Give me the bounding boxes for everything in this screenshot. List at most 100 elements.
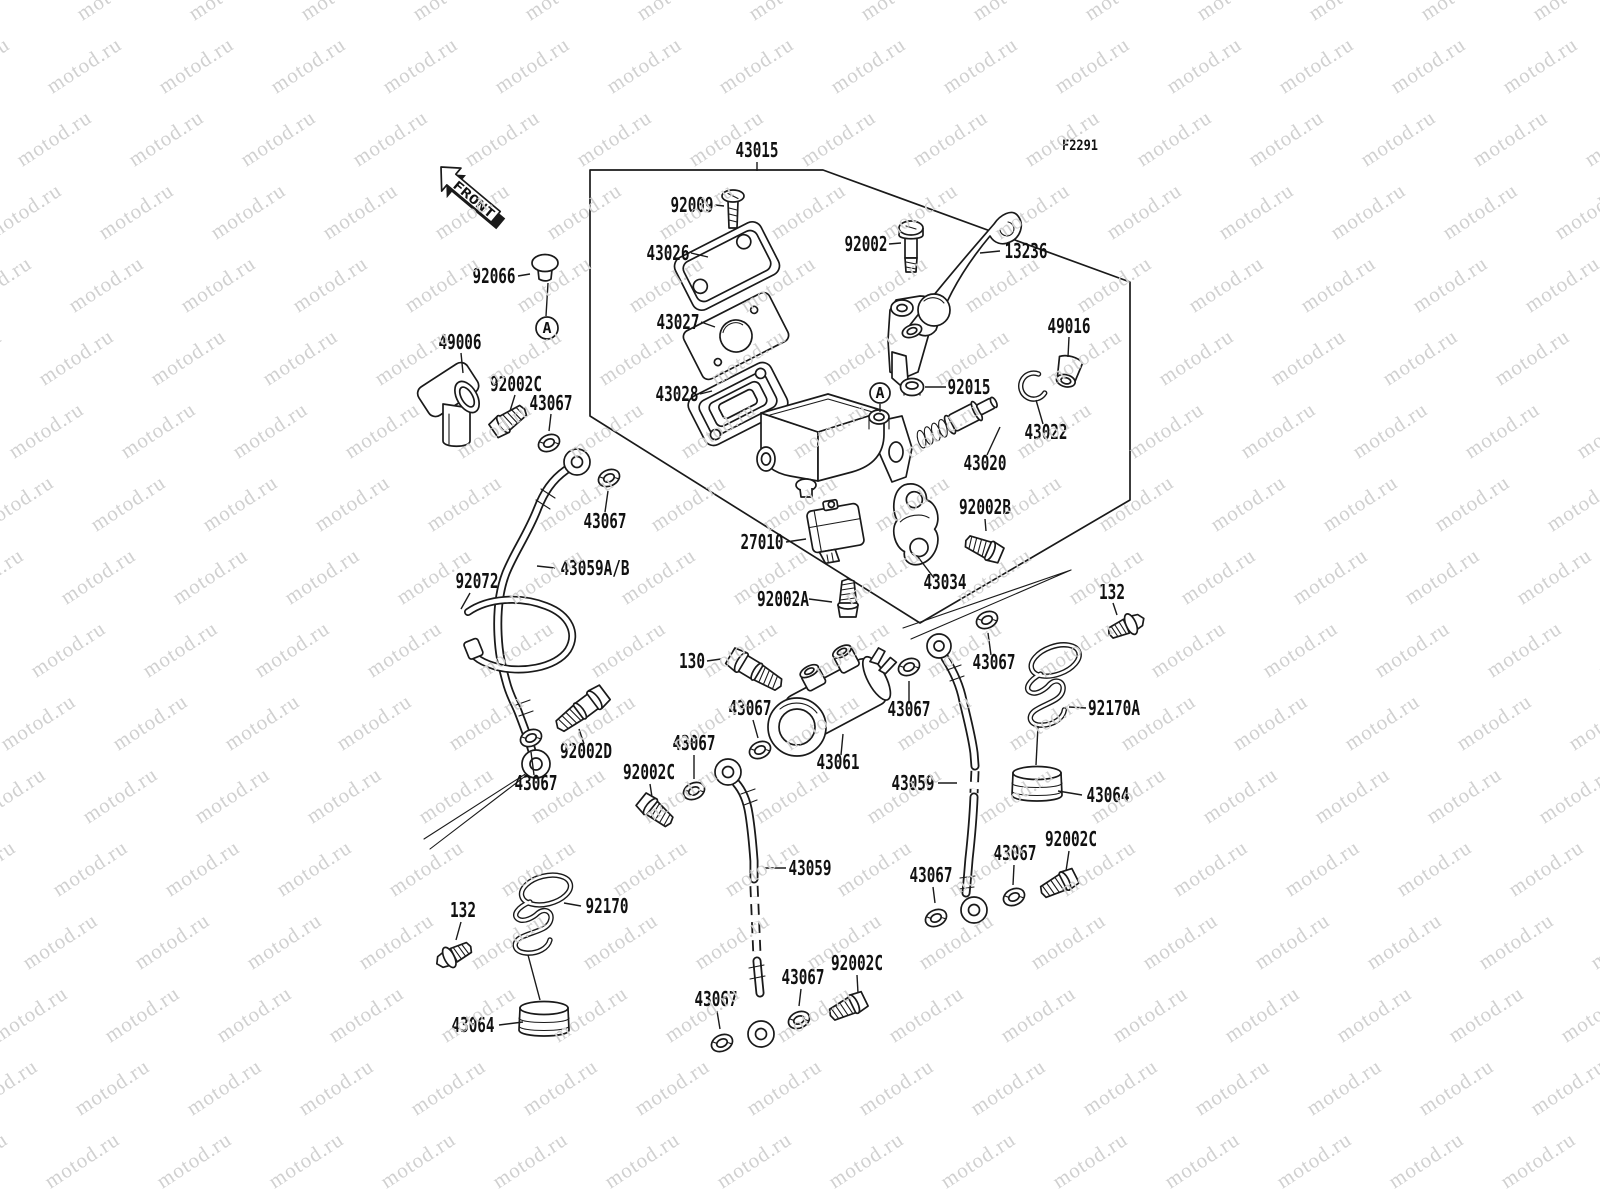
leader-line-43064 — [1057, 790, 1083, 796]
leader-line-43020 — [986, 426, 1001, 456]
leader-line-92170A — [1068, 706, 1087, 709]
part-label-43067: 43067 — [782, 965, 825, 989]
part-49016-boot — [1055, 354, 1084, 388]
leader-line-43027 — [700, 321, 716, 328]
part-13236-brake-lever — [887, 211, 1023, 386]
part-43067-washer-4 — [679, 778, 709, 804]
part-43067-washer-11 — [707, 1030, 737, 1056]
part-92002c-bolt-2 — [633, 790, 678, 832]
leader-line-49016 — [1067, 336, 1070, 358]
front-arrow-label: FRONT — [450, 177, 498, 221]
leader-line-43034 — [917, 556, 935, 579]
leader-line-49006 — [460, 352, 464, 374]
leader-line-43064 — [498, 1021, 524, 1026]
leader-line-43067 — [1012, 864, 1015, 886]
leader-line-13236 — [979, 250, 1001, 254]
part-label-27010: 27010 — [741, 530, 784, 554]
part-label-130: 130 — [679, 649, 705, 673]
part-label-43022: 43022 — [1025, 420, 1068, 444]
part-43015-master-cylinder-body — [756, 393, 913, 498]
part-label-43067: 43067 — [673, 731, 716, 755]
leader-line-132 — [1112, 602, 1118, 616]
part-label-43067: 43067 — [888, 697, 931, 721]
part-label-92002: 92002 — [845, 232, 888, 256]
part-43067-washer-6 — [894, 654, 924, 680]
part-label-132: 132 — [1099, 580, 1125, 604]
leader-92170a-grommet — [1035, 725, 1039, 766]
leader-line-92009 — [714, 204, 725, 207]
part-label-43067: 43067 — [973, 650, 1016, 674]
part-label-43067: 43067 — [515, 771, 558, 795]
part-43067-washer-1 — [534, 430, 564, 456]
leader-line-43061 — [840, 733, 844, 756]
part-92002d-bolt — [550, 682, 613, 738]
leader-line-92002C — [856, 974, 859, 994]
pointer-arrow-left — [423, 763, 542, 850]
part-label-43064: 43064 — [1087, 783, 1130, 807]
leader-92170-grommet — [527, 954, 541, 1001]
part-label-43067: 43067 — [695, 987, 738, 1011]
part-43067-washer-10 — [784, 1007, 814, 1033]
part-label-92072: 92072 — [456, 569, 499, 593]
assembly-boundary — [589, 169, 1131, 624]
part-label-49016: 49016 — [1048, 314, 1091, 338]
part-43020-piston-assembly — [916, 396, 998, 449]
part-43067-washer-9 — [999, 884, 1029, 910]
front-direction-arrow: FRONT — [440, 166, 506, 230]
part-43064-grommet-left — [518, 1000, 570, 1037]
part-92015-nut — [899, 377, 925, 397]
part-label-43067: 43067 — [530, 391, 573, 415]
part-label-43067: 43067 — [910, 863, 953, 887]
leader-line-92170 — [563, 902, 582, 907]
leader-line-92002A — [808, 598, 833, 603]
part-92002c-bolt-1 — [486, 400, 532, 441]
part-label-43061: 43061 — [817, 750, 860, 774]
part-92002c-bolt-3 — [1036, 865, 1081, 903]
part-43059-brake-hose-right — [926, 633, 988, 924]
leader-line-130 — [706, 658, 722, 662]
part-132-bolt-right — [1103, 607, 1150, 645]
part-label-43067: 43067 — [584, 509, 627, 533]
part-label-92170A: 92170A — [1088, 696, 1140, 720]
part-label-43067: 43067 — [994, 841, 1037, 865]
part-43067-washer-7 — [972, 607, 1002, 633]
part-label-43020: 43020 — [964, 451, 1007, 475]
part-label-49006: 49006 — [439, 330, 482, 354]
leader-line-43026 — [690, 252, 709, 258]
part-label-43067: 43067 — [729, 696, 772, 720]
part-92170a-clamp — [1023, 638, 1090, 726]
part-43026-reservoir-cap — [673, 220, 781, 312]
leader-line-92002B — [984, 518, 987, 532]
part-label-92002A: 92002A — [757, 587, 809, 611]
leader-line-43067 — [932, 886, 936, 904]
part-label-F2291: F2291 — [1062, 138, 1098, 154]
leader-line-92002D — [578, 728, 585, 745]
leader-line-43067 — [604, 490, 609, 513]
callout-a-1: A — [535, 316, 559, 340]
part-label-92009: 92009 — [671, 193, 714, 217]
part-label-43059: 43059 — [892, 771, 935, 795]
leader-line-43059A/B — [536, 565, 556, 569]
part-label-92170: 92170 — [586, 894, 629, 918]
leader-line-92002C — [509, 394, 516, 412]
part-label-92015: 92015 — [948, 375, 991, 399]
part-label-43059: 43059 — [789, 856, 832, 880]
leader-line-43067 — [987, 632, 992, 656]
part-49006-joint — [416, 361, 480, 448]
part-43059-brake-hose-middle — [714, 758, 775, 1048]
leader-line-43067 — [752, 719, 759, 739]
part-92002a-bolt — [837, 578, 859, 618]
part-label-92002B: 92002B — [959, 495, 1011, 519]
part-label-13236: 13236 — [1005, 239, 1048, 263]
leader-line-132 — [455, 921, 462, 941]
part-43061-junction — [767, 644, 898, 757]
leader-line-92072 — [460, 592, 471, 610]
part-43067-washer-5 — [745, 737, 775, 763]
callout-a-2: A — [869, 382, 891, 404]
part-43067-washer-8 — [921, 905, 951, 931]
leader-line-43022 — [1035, 399, 1044, 425]
part-43022-circlip — [1018, 370, 1048, 402]
part-92009-screw — [721, 189, 745, 229]
